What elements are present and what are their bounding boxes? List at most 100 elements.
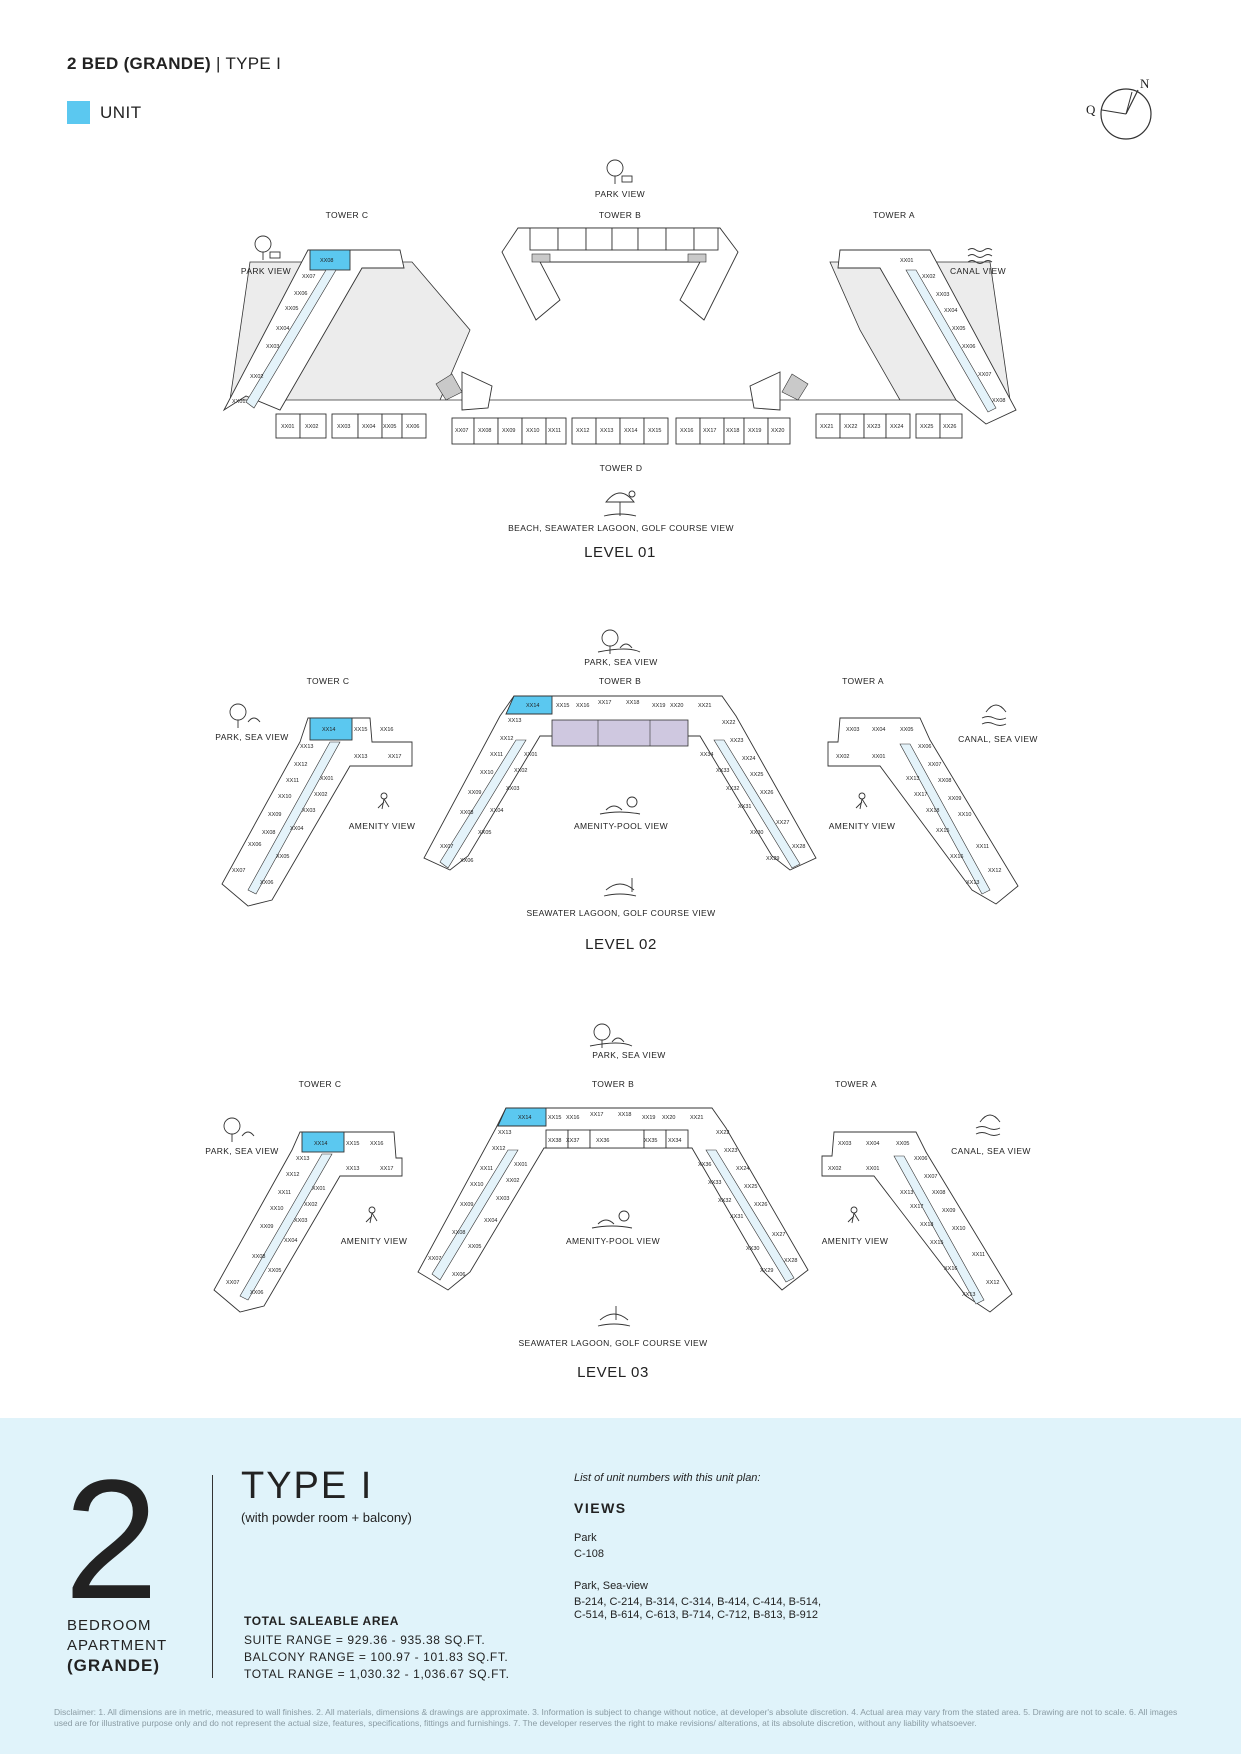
svg-text:XX27: XX27 — [776, 820, 789, 826]
tower-a-label-l1: TOWER A — [873, 210, 915, 220]
svg-text:XX03: XX03 — [302, 808, 315, 814]
svg-text:XX37: XX37 — [566, 1138, 579, 1144]
title-bold: 2 BED (GRANDE) — [67, 54, 211, 73]
svg-text:XX36: XX36 — [698, 1162, 711, 1168]
svg-text:XX10: XX10 — [278, 794, 291, 800]
svg-text:XX06: XX06 — [918, 744, 931, 750]
svg-text:XX09: XX09 — [260, 1224, 273, 1230]
hl-unit-label-l1: XX08 — [320, 258, 333, 264]
tree-icon — [606, 159, 633, 184]
svg-text:XX01: XX01 — [524, 752, 537, 758]
view-group-name: Park, Sea-view — [574, 1580, 648, 1592]
svg-text:XX10: XX10 — [470, 1182, 483, 1188]
svg-text:XX07: XX07 — [455, 428, 468, 434]
view-left-l2: PARK, SEA VIEW — [215, 732, 288, 742]
svg-text:XX03: XX03 — [337, 424, 350, 430]
view-right-l3: CANAL, SEA VIEW — [951, 1146, 1031, 1156]
corridor-b-right-l3 — [705, 1149, 795, 1283]
svg-text:XX09: XX09 — [942, 1208, 955, 1214]
svg-text:XX07: XX07 — [232, 868, 245, 874]
tree-icon — [254, 235, 281, 260]
corridor-a-l1 — [905, 269, 997, 413]
svg-text:XX34: XX34 — [668, 1138, 681, 1144]
svg-text:XX33: XX33 — [708, 1180, 721, 1186]
svg-text:XX09: XX09 — [460, 1202, 473, 1208]
svg-text:XX06: XX06 — [260, 880, 273, 886]
svg-text:XX21: XX21 — [698, 703, 711, 709]
svg-text:XX04: XX04 — [284, 1238, 297, 1244]
svg-text:XX08: XX08 — [460, 810, 473, 816]
svg-text:XX04: XX04 — [866, 1141, 879, 1147]
svg-text:XX03: XX03 — [496, 1196, 509, 1202]
compass-north: N — [1140, 76, 1150, 91]
view-top-l2: PARK, SEA VIEW — [584, 657, 657, 667]
svg-text:XX03: XX03 — [846, 727, 859, 733]
svg-text:XX07: XX07 — [428, 1256, 441, 1262]
svg-text:XX17: XX17 — [598, 700, 611, 706]
pool-icon — [599, 796, 641, 815]
svg-text:XX13: XX13 — [300, 744, 313, 750]
svg-text:XX06: XX06 — [248, 842, 261, 848]
compass-other: Q — [1086, 102, 1096, 117]
svg-text:XX15: XX15 — [648, 428, 661, 434]
svg-text:XX17: XX17 — [590, 1112, 603, 1118]
svg-text:XX16: XX16 — [680, 428, 693, 434]
svg-text:XX01: XX01 — [232, 399, 245, 405]
svg-text:XX13: XX13 — [600, 428, 613, 434]
svg-text:XX05: XX05 — [268, 1268, 281, 1274]
svg-text:XX07: XX07 — [928, 762, 941, 768]
divider — [212, 1475, 213, 1678]
svg-text:XX02: XX02 — [828, 1166, 841, 1172]
svg-text:XX07: XX07 — [924, 1174, 937, 1180]
svg-text:XX23: XX23 — [867, 424, 880, 430]
person-icon — [847, 1206, 860, 1224]
svg-text:XX03: XX03 — [936, 292, 949, 298]
tree-icon — [223, 1117, 255, 1142]
tree-icon — [589, 1023, 633, 1048]
svg-text:XX17: XX17 — [380, 1166, 393, 1172]
svg-text:XX18: XX18 — [920, 1222, 933, 1228]
level-01-title: LEVEL 01 — [584, 544, 656, 561]
svg-text:XX11: XX11 — [490, 752, 503, 758]
tower-b-label-l3: TOWER B — [592, 1079, 634, 1089]
bed-count: 2 — [64, 1445, 159, 1635]
svg-text:XX17: XX17 — [914, 792, 927, 798]
svg-text:XX28: XX28 — [784, 1258, 797, 1264]
tower-b-top-units — [529, 227, 719, 263]
svg-text:XX25: XX25 — [920, 424, 933, 430]
corridor-c-l3 — [239, 1153, 333, 1301]
summary-panel — [0, 1418, 1241, 1754]
svg-text:XX06: XX06 — [914, 1156, 927, 1162]
svg-text:XX04: XX04 — [362, 424, 375, 430]
svg-text:XX06: XX06 — [406, 424, 419, 430]
svg-text:XX21: XX21 — [690, 1115, 703, 1121]
svg-text:XX13: XX13 — [906, 776, 919, 782]
hl-unit-label-l3c: XX14 — [314, 1141, 327, 1147]
svg-text:XX16: XX16 — [380, 727, 393, 733]
svg-text:XX05: XX05 — [896, 1141, 909, 1147]
svg-text:XX10: XX10 — [270, 1206, 283, 1212]
svg-text:XX01: XX01 — [281, 424, 294, 430]
view-group-park: Park C-108 — [574, 1532, 604, 1561]
svg-text:XX08: XX08 — [938, 778, 951, 784]
page-title: 2 BED (GRANDE) | TYPE I — [67, 54, 281, 74]
amenity-right-l3: AMENITY VIEW — [822, 1236, 889, 1246]
view-right-l1: CANAL VIEW — [950, 266, 1006, 276]
svg-text:XX07: XX07 — [302, 274, 315, 280]
svg-text:XX07: XX07 — [440, 844, 453, 850]
svg-text:XX24: XX24 — [742, 756, 755, 762]
svg-text:XX06: XX06 — [962, 344, 975, 350]
svg-text:XX26: XX26 — [754, 1202, 767, 1208]
level-02-title: LEVEL 02 — [585, 936, 657, 953]
highlight-unit-l3b — [497, 1107, 547, 1127]
svg-text:XX05: XX05 — [952, 326, 965, 332]
tower-a-label-l3: TOWER A — [835, 1079, 877, 1089]
view-top-l3: PARK, SEA VIEW — [592, 1050, 665, 1060]
svg-text:XX02: XX02 — [922, 274, 935, 280]
